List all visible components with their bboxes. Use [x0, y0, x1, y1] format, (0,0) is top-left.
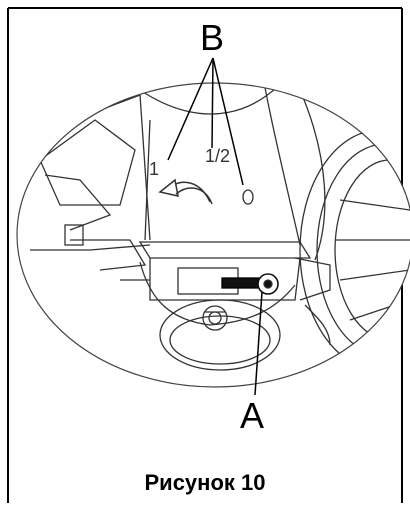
callout-b-lines [167, 57, 244, 186]
figure-caption: Рисунок 10 [144, 470, 266, 495]
position-1-label: 1 [149, 159, 160, 179]
position-half-label: 1/2 [205, 146, 231, 166]
callout-a-line [254, 291, 263, 396]
position-zero-marker [242, 189, 254, 205]
callout-b-label: B [200, 17, 225, 58]
detail-circle [16, 82, 410, 388]
rotation-arrow [158, 178, 213, 205]
adjustment-bolt [221, 273, 279, 295]
callout-a-label: A [240, 395, 265, 436]
